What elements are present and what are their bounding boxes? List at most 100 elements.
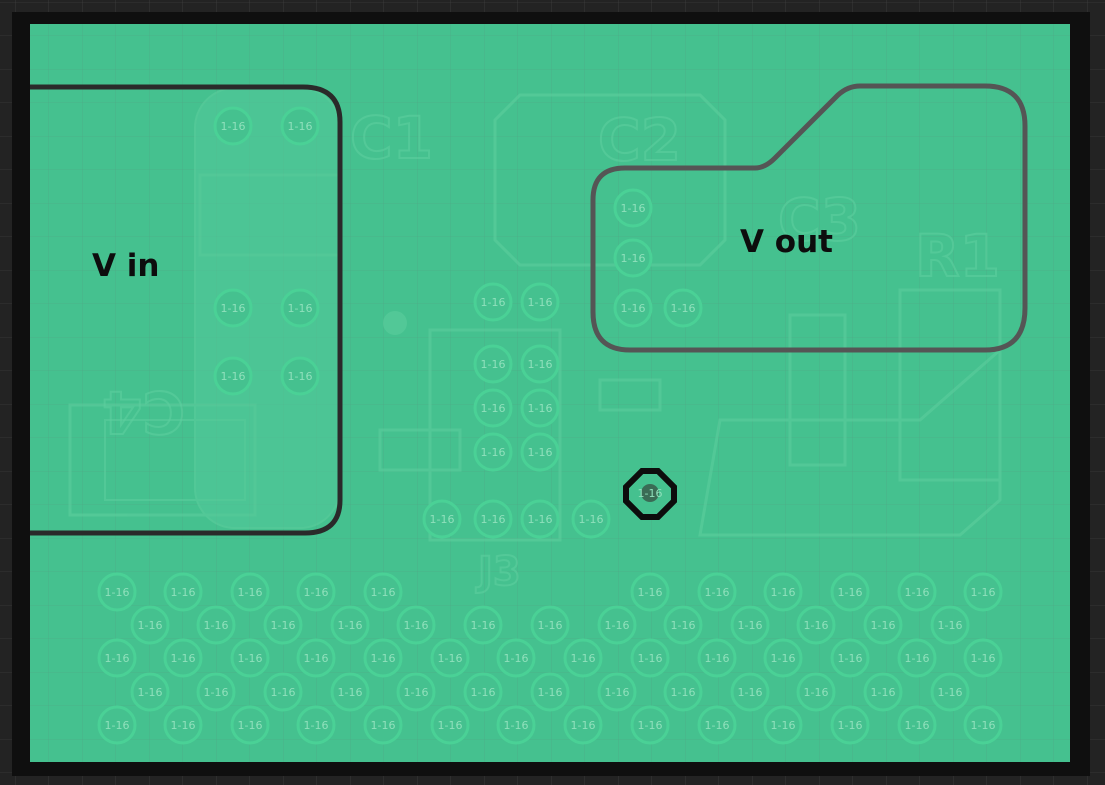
- via[interactable]: 1-16: [963, 572, 1003, 612]
- via[interactable]: 1-16: [763, 705, 803, 745]
- via[interactable]: 1-16: [697, 705, 737, 745]
- via[interactable]: 1-16: [897, 705, 937, 745]
- via[interactable]: 1-16: [163, 705, 203, 745]
- via[interactable]: 1-16: [430, 705, 470, 745]
- via[interactable]: 1-16: [897, 572, 937, 612]
- via[interactable]: 1-16: [473, 282, 513, 322]
- via[interactable]: 1-16: [796, 672, 836, 712]
- vin-zone-outline[interactable]: [30, 84, 343, 536]
- via[interactable]: 1-16: [363, 638, 403, 678]
- via[interactable]: 1-16: [830, 572, 870, 612]
- via[interactable]: 1-16: [263, 605, 303, 645]
- via[interactable]: 1-16: [473, 432, 513, 472]
- via[interactable]: 1-16: [296, 638, 336, 678]
- via[interactable]: 1-16: [520, 432, 560, 472]
- via[interactable]: 1-16: [463, 605, 503, 645]
- via[interactable]: 1-16: [97, 638, 137, 678]
- via-ring: [863, 672, 903, 712]
- via[interactable]: 1-16: [663, 672, 703, 712]
- via[interactable]: 1-16: [763, 572, 803, 612]
- via[interactable]: 1-16: [97, 705, 137, 745]
- via-ring: [630, 572, 670, 612]
- via[interactable]: 1-16: [897, 638, 937, 678]
- via[interactable]: 1-16: [571, 499, 611, 539]
- via[interactable]: 1-16: [496, 705, 536, 745]
- via[interactable]: 1-16: [473, 344, 513, 384]
- via[interactable]: 1-16: [230, 705, 270, 745]
- via[interactable]: 1-16: [473, 388, 513, 428]
- via[interactable]: 1-16: [330, 605, 370, 645]
- via[interactable]: 1-16: [130, 605, 170, 645]
- via[interactable]: 1-16: [630, 705, 670, 745]
- via[interactable]: 1-16: [280, 106, 320, 146]
- via[interactable]: 1-16: [230, 638, 270, 678]
- via-ring: [930, 605, 970, 645]
- via[interactable]: 1-16: [730, 605, 770, 645]
- via[interactable]: 1-16: [663, 605, 703, 645]
- via[interactable]: 1-16: [630, 572, 670, 612]
- via[interactable]: 1-16: [520, 344, 560, 384]
- via[interactable]: 1-16: [163, 572, 203, 612]
- via[interactable]: 1-16: [530, 672, 570, 712]
- via[interactable]: 1-16: [280, 288, 320, 328]
- via[interactable]: 1-16: [363, 705, 403, 745]
- via[interactable]: 1-16: [563, 705, 603, 745]
- via[interactable]: 1-16: [473, 499, 513, 539]
- via[interactable]: 1-16: [520, 388, 560, 428]
- via[interactable]: 1-16: [213, 106, 253, 146]
- via[interactable]: 1-16: [280, 356, 320, 396]
- via[interactable]: 1-16: [496, 638, 536, 678]
- via[interactable]: 1-16: [830, 705, 870, 745]
- via[interactable]: 1-16: [930, 672, 970, 712]
- via[interactable]: 1-16: [530, 605, 570, 645]
- via[interactable]: 1-16: [263, 672, 303, 712]
- via[interactable]: 1-16: [97, 572, 137, 612]
- via[interactable]: 1-16: [830, 638, 870, 678]
- via[interactable]: 1-16: [363, 572, 403, 612]
- via[interactable]: 1-16: [963, 705, 1003, 745]
- via[interactable]: 1-16: [396, 605, 436, 645]
- via[interactable]: 1-16: [296, 705, 336, 745]
- via-label: 1-16: [621, 252, 646, 265]
- via[interactable]: 1-16: [520, 282, 560, 322]
- via[interactable]: 1-16: [930, 605, 970, 645]
- via[interactable]: 1-16: [520, 499, 560, 539]
- via[interactable]: 1-16: [597, 605, 637, 645]
- via[interactable]: 1-16: [563, 638, 603, 678]
- via[interactable]: 1-16: [697, 638, 737, 678]
- via[interactable]: 1-16: [613, 288, 653, 328]
- via[interactable]: 1-16: [130, 672, 170, 712]
- via[interactable]: 1-16: [463, 672, 503, 712]
- via[interactable]: 1-16: [630, 638, 670, 678]
- via[interactable]: 1-16: [963, 638, 1003, 678]
- via[interactable]: 1-16: [597, 672, 637, 712]
- via[interactable]: 1-16: [613, 238, 653, 278]
- via[interactable]: 1-16: [763, 638, 803, 678]
- via[interactable]: 1-16: [422, 499, 462, 539]
- via[interactable]: 1-16: [863, 672, 903, 712]
- via[interactable]: 1-16: [396, 672, 436, 712]
- via[interactable]: 1-16: [613, 188, 653, 228]
- vout-zone-outline[interactable]: [590, 83, 1028, 353]
- via-ring: [130, 672, 170, 712]
- via-ring: [571, 499, 611, 539]
- via[interactable]: 1-16: [213, 356, 253, 396]
- via[interactable]: 1-16: [330, 672, 370, 712]
- via[interactable]: 1-16: [163, 638, 203, 678]
- via[interactable]: 1-16: [430, 638, 470, 678]
- via[interactable]: 1-16: [196, 605, 236, 645]
- via[interactable]: 1-16: [230, 572, 270, 612]
- via-label: 1-16: [138, 686, 163, 699]
- via[interactable]: 1-16: [296, 572, 336, 612]
- via[interactable]: 1-16: [863, 605, 903, 645]
- selected-via[interactable]: 1-16: [623, 468, 677, 520]
- via-label: 1-16: [804, 619, 829, 632]
- via[interactable]: 1-16: [796, 605, 836, 645]
- via[interactable]: 1-16: [213, 288, 253, 328]
- via[interactable]: 1-16: [697, 572, 737, 612]
- via[interactable]: 1-16: [730, 672, 770, 712]
- via[interactable]: 1-16: [663, 288, 703, 328]
- via[interactable]: 1-16: [196, 672, 236, 712]
